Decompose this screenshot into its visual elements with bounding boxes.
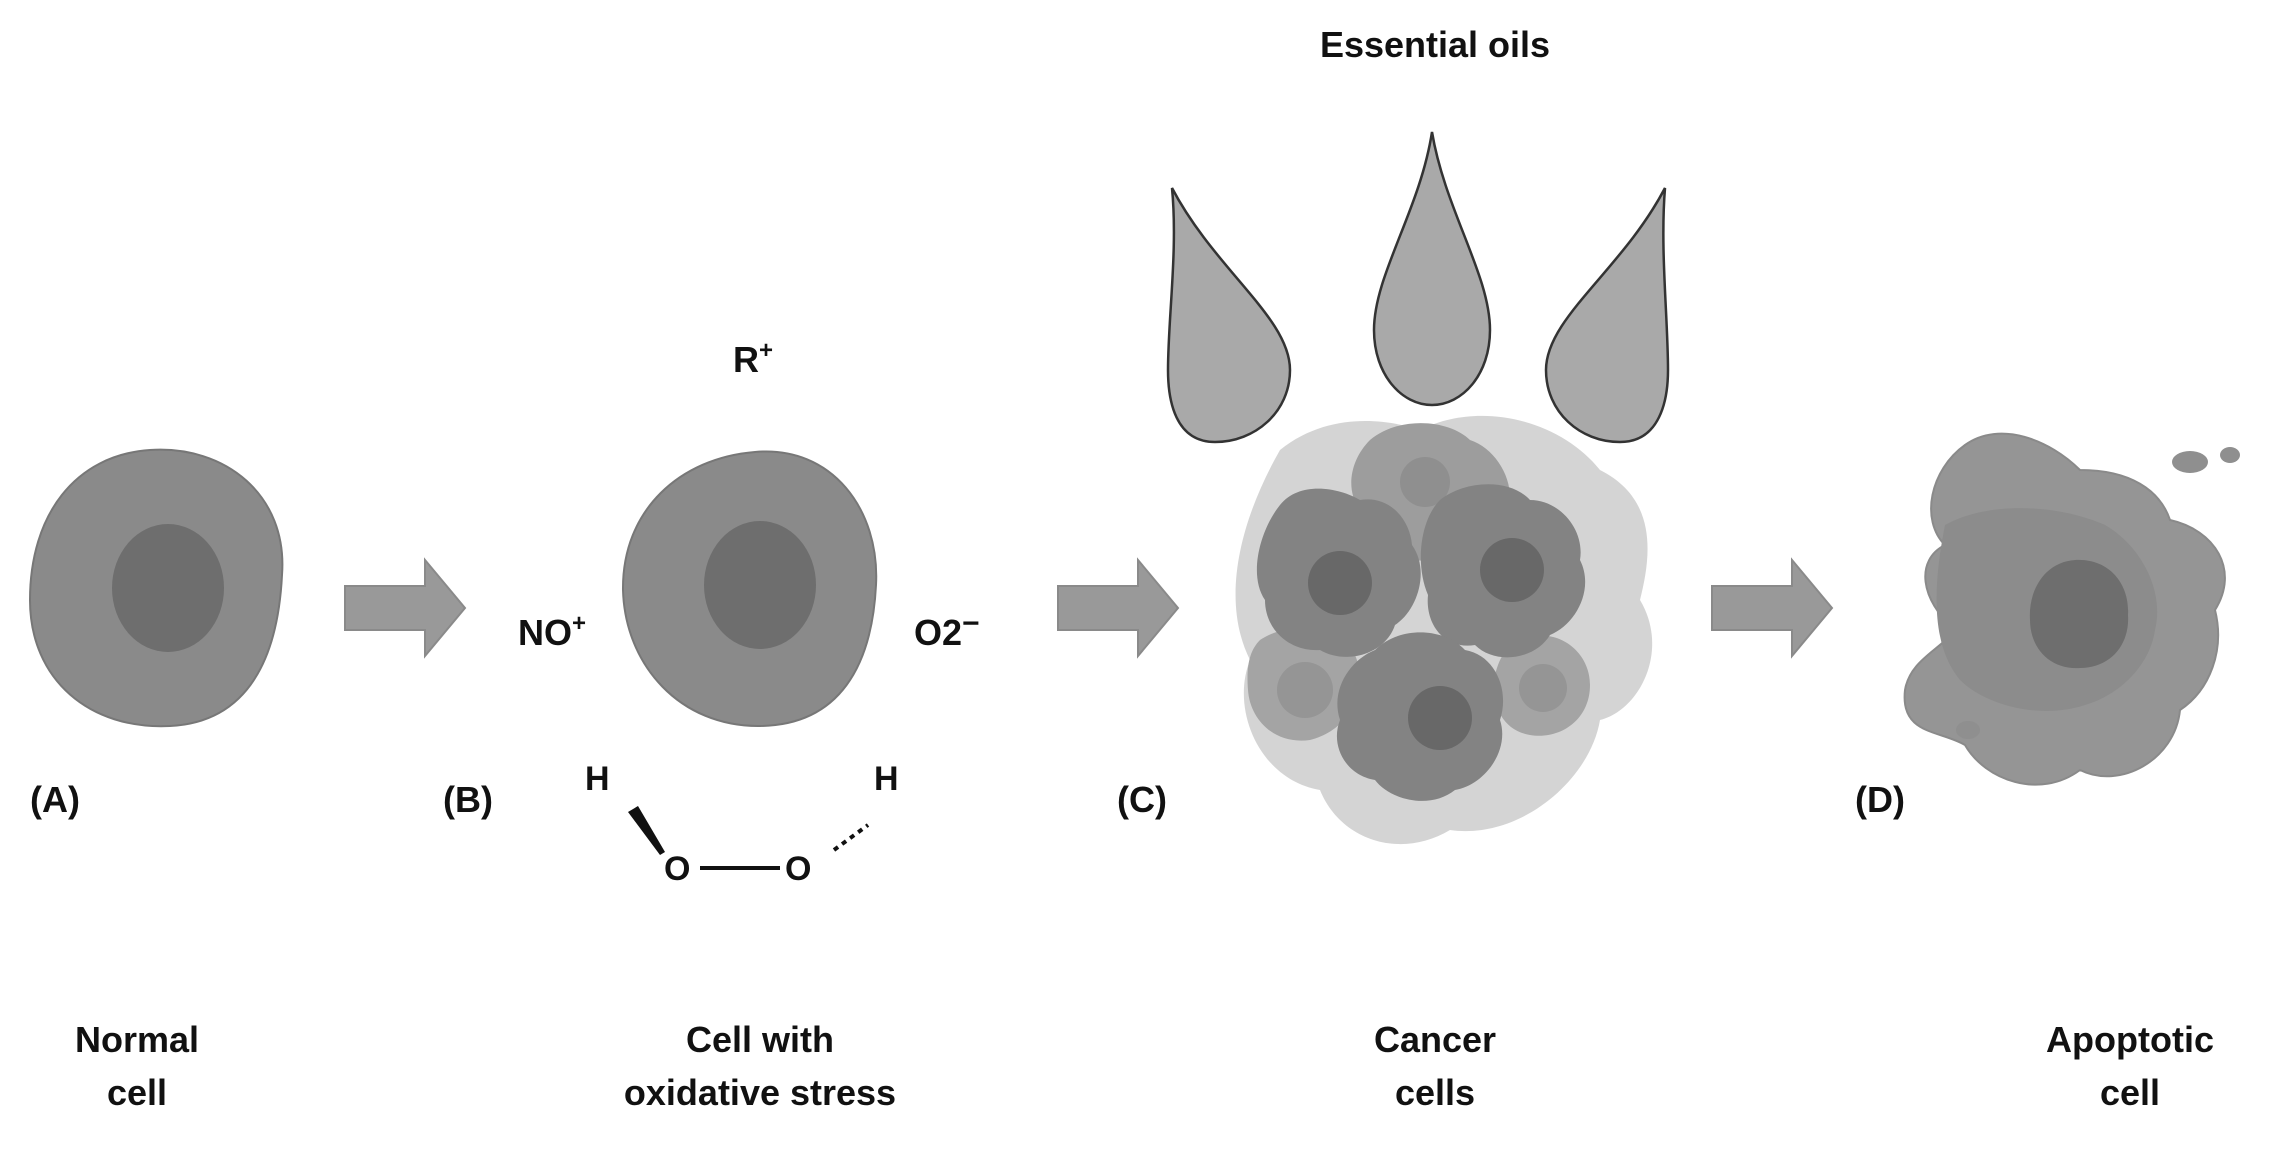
caption-c-line1: Cancer xyxy=(1374,1019,1496,1060)
peroxide-o-left: O xyxy=(664,850,690,888)
panel-letter-c: (C) xyxy=(1117,779,1167,820)
cancer-cell-left-nucleus xyxy=(1308,551,1372,615)
peroxide-h-left: H xyxy=(585,760,610,798)
caption-b-line1: Cell with xyxy=(686,1019,834,1060)
cancer-cells-cluster xyxy=(1235,415,1653,845)
apoptotic-body-2 xyxy=(2220,447,2240,463)
peroxide-dashed-bond xyxy=(832,823,870,852)
oil-drop-left xyxy=(1166,187,1292,444)
peroxide-h-right: H xyxy=(874,760,899,798)
r-plus-label: R+ xyxy=(733,337,773,380)
panel-letter-a: (A) xyxy=(30,779,80,820)
apoptotic-cell xyxy=(1903,432,2240,786)
panel-letter-d: (D) xyxy=(1855,779,1905,820)
no-plus-label: NO+ xyxy=(518,610,586,653)
oil-drop-right xyxy=(1544,187,1670,444)
arrow-c-to-d xyxy=(1711,557,1834,659)
peroxide-o-right: O xyxy=(785,850,811,888)
caption-a-line1: Normal xyxy=(75,1019,199,1060)
stressed-cell xyxy=(621,450,878,728)
essential-oils-title: Essential oils xyxy=(1320,24,1550,65)
apoptotic-cell-nucleus xyxy=(2029,559,2129,669)
caption-d-line1: Apoptotic xyxy=(2046,1019,2214,1060)
hydrogen-peroxide-structure: H O O H xyxy=(585,760,899,888)
panel-letter-b: (B) xyxy=(443,779,493,820)
caption-b-line2: oxidative stress xyxy=(624,1072,896,1113)
arrow-a-to-b xyxy=(344,557,467,659)
normal-cell-nucleus xyxy=(112,524,224,652)
caption-c-line2: cells xyxy=(1395,1072,1475,1113)
caption-a-line2: cell xyxy=(107,1072,167,1113)
essential-oil-drops xyxy=(1166,131,1670,444)
cancer-cell-right-nucleus xyxy=(1480,538,1544,602)
apoptotic-body-1 xyxy=(2172,451,2208,473)
oil-drop-center xyxy=(1372,131,1492,407)
cancer-cell-bottom-nucleus xyxy=(1408,686,1472,750)
peroxide-wedge-bond xyxy=(628,806,665,855)
stressed-cell-nucleus xyxy=(704,521,816,649)
arrow-b-to-c xyxy=(1057,557,1180,659)
caption-d-line2: cell xyxy=(2100,1072,2160,1113)
normal-cell xyxy=(28,448,284,728)
o2-minus-label: O2− xyxy=(914,607,980,653)
apoptotic-body-3 xyxy=(1956,721,1980,739)
